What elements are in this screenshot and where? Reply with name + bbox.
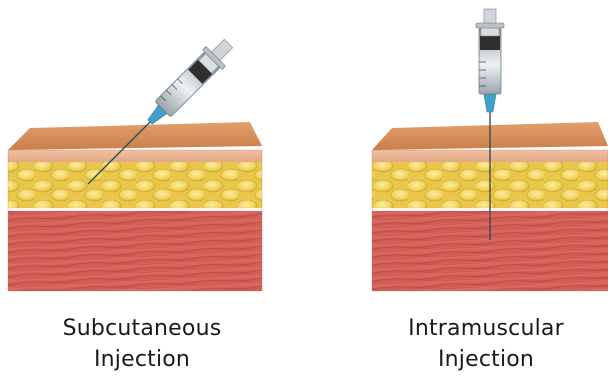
caption-intramuscular: Intramuscular Injection (366, 313, 606, 375)
caption-line: Subcutaneous (22, 313, 262, 344)
caption-line: Intramuscular (366, 313, 606, 344)
skin-surface (8, 122, 262, 150)
fat-layer (8, 162, 262, 208)
dermis-layer (8, 150, 262, 162)
caption-line: Injection (366, 344, 606, 375)
left-tissue-block (8, 122, 262, 291)
caption-subcutaneous: Subcutaneous Injection (22, 313, 262, 375)
muscle-layer (8, 211, 262, 291)
fascia-line (8, 208, 262, 211)
caption-line: Injection (22, 344, 262, 375)
